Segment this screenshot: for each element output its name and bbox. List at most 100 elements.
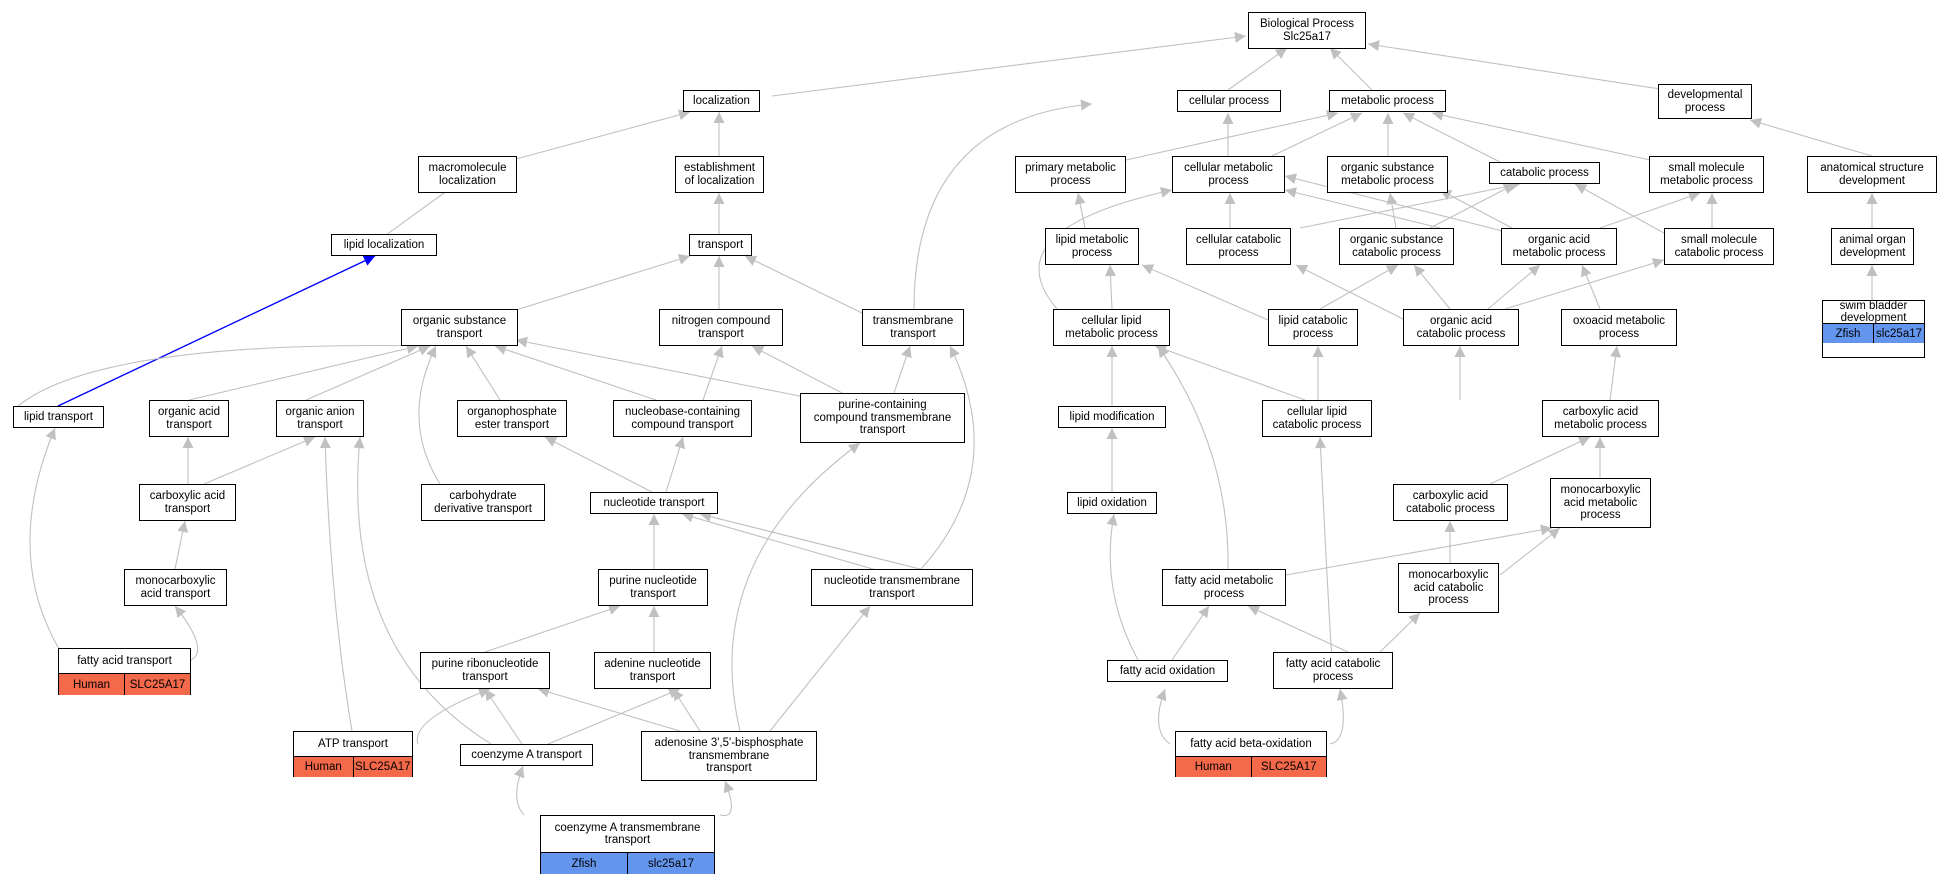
edge-arrowhead	[713, 256, 725, 267]
node-organic-substance-transport[interactable]: organic substance transport	[401, 309, 518, 346]
edge	[1141, 264, 1269, 321]
node-oxoacid-metabolic-process[interactable]: oxoacid metabolic process	[1561, 309, 1677, 346]
annotated-swim-bladder-development[interactable]: swim bladder development Zfish slc25a17	[1822, 300, 1925, 358]
node-organophosphate-ester-transport[interactable]: organophosphate ester transport	[457, 400, 567, 437]
edge-arrowhead	[319, 437, 331, 449]
edge	[1574, 183, 1665, 234]
edge-arrowhead	[674, 437, 686, 450]
annotated-fatty-acid-beta-oxidation[interactable]: fatty acid beta-oxidation Human SLC25A17	[1175, 731, 1327, 777]
node-macromolecule-localization[interactable]: macromolecule localization	[418, 156, 517, 193]
node-lipid-localization[interactable]: lipid localization	[331, 234, 437, 256]
edge	[913, 103, 1093, 310]
highlight-edge	[57, 255, 376, 407]
node-lipid-oxidation[interactable]: lipid oxidation	[1067, 492, 1157, 514]
node-fatty-acid-metabolic-process[interactable]: fatty acid metabolic process	[1162, 569, 1286, 606]
node-small-molecule-catabolic-process[interactable]: small molecule catabolic process	[1664, 228, 1774, 265]
node-establishment-of-localization[interactable]: establishment of localization	[675, 156, 764, 193]
node-small-molecule-metabolic-process[interactable]: small molecule metabolic process	[1649, 156, 1764, 193]
edge	[544, 436, 653, 493]
node-nucleotide-transmembrane-transport[interactable]: nucleotide transmembrane transport	[811, 569, 973, 606]
edge	[515, 339, 821, 401]
node-animal-organ-development[interactable]: animal organ development	[1831, 228, 1914, 265]
node-developmental-process[interactable]: developmental process	[1658, 84, 1752, 119]
node-adenosine-bisphosphate-transmembrane-transport[interactable]: adenosine 3',5'-bisphosphate transmembra…	[641, 731, 817, 781]
node-anatomical-structure-development[interactable]: anatomical structure development	[1807, 156, 1937, 193]
node-nitrogen-compound-transport[interactable]: nitrogen compound transport	[659, 309, 783, 346]
node-lipid-metabolic-process[interactable]: lipid metabolic process	[1045, 228, 1139, 265]
edge-arrowhead	[1577, 436, 1590, 447]
node-transport[interactable]: transport	[689, 234, 752, 256]
node-fatty-acid-oxidation[interactable]: fatty acid oxidation	[1107, 660, 1228, 682]
edge	[1402, 112, 1501, 163]
edge-arrowhead	[1651, 257, 1664, 269]
annotated-coenzyme-a-transmembrane-transport[interactable]: coenzyme A transmembrane transport Zfish…	[540, 815, 715, 874]
node-carboxylic-acid-metabolic-process[interactable]: carboxylic acid metabolic process	[1542, 400, 1659, 437]
gene-badge: slc25a17	[627, 853, 714, 874]
edge	[681, 513, 891, 575]
node-organic-acid-catabolic-process[interactable]: organic acid catabolic process	[1403, 309, 1519, 346]
node-cellular-lipid-catabolic-process[interactable]: cellular lipid catabolic process	[1262, 400, 1372, 437]
edge-arrowhead	[858, 606, 870, 619]
node-primary-metabolic-process[interactable]: primary metabolic process	[1015, 156, 1126, 193]
edge-arrowhead	[1454, 346, 1466, 357]
edge-arrowhead	[353, 437, 365, 449]
node-monocarboxylic-acid-catabolic-process[interactable]: monocarboxylic acid catabolic process	[1398, 563, 1499, 613]
edge-arrowhead	[713, 112, 725, 123]
edge-arrowhead	[1326, 110, 1338, 121]
node-organic-substance-metabolic-process[interactable]: organic substance metabolic process	[1327, 156, 1448, 193]
edge-arrowhead	[1594, 437, 1606, 448]
node-nucleotide-transport[interactable]: nucleotide transport	[590, 492, 718, 514]
node-transmembrane-transport[interactable]: transmembrane transport	[862, 309, 964, 346]
edge-arrowhead	[1385, 265, 1398, 276]
node-organic-anion-transport[interactable]: organic anion transport	[276, 400, 364, 437]
node-monocarboxylic-acid-metabolic-process[interactable]: monocarboxylic acid metabolic process	[1550, 478, 1651, 528]
edge	[188, 345, 419, 401]
node-carbohydrate-derivative-transport[interactable]: carbohydrate derivative transport	[421, 484, 545, 521]
node-carboxylic-acid-catabolic-process[interactable]: carboxylic acid catabolic process	[1393, 484, 1508, 521]
node-organic-acid-metabolic-process[interactable]: organic acid metabolic process	[1501, 228, 1617, 265]
edge	[1285, 527, 1553, 576]
node-lipid-catabolic-process[interactable]: lipid catabolic process	[1268, 309, 1358, 346]
edge-arrowhead	[1528, 265, 1540, 277]
node-metabolic-process[interactable]: metabolic process	[1329, 90, 1446, 112]
node-purine-ribonucleotide-transport[interactable]: purine ribonucleotide transport	[420, 652, 550, 689]
node-lipid-modification[interactable]: lipid modification	[1058, 406, 1166, 428]
edge	[484, 605, 621, 653]
node-organic-acid-transport[interactable]: organic acid transport	[149, 400, 229, 437]
species-badge: Zfish	[1835, 327, 1861, 340]
gene-badge: SLC25A17	[124, 674, 190, 695]
node-cellular-metabolic-process[interactable]: cellular metabolic process	[1172, 156, 1285, 193]
node-lipid-transport[interactable]: lipid transport	[13, 406, 104, 428]
node-coenzyme-a-transport[interactable]: coenzyme A transport	[460, 744, 593, 766]
node-cellular-lipid-metabolic-process[interactable]: cellular lipid metabolic process	[1053, 309, 1170, 346]
node-cellular-process[interactable]: cellular process	[1177, 90, 1281, 112]
node-carboxylic-acid-transport[interactable]: carboxylic acid transport	[139, 484, 236, 521]
edge-arrowhead	[1142, 264, 1155, 275]
node-purine-containing-compound-transmembrane-transport[interactable]: purine-containing compound transmembrane…	[800, 393, 965, 443]
edge-arrowhead	[677, 109, 690, 121]
edge-arrowhead	[1750, 117, 1763, 129]
node-catabolic-process[interactable]: catabolic process	[1489, 162, 1600, 184]
node-fatty-acid-catabolic-process[interactable]: fatty acid catabolic process	[1273, 652, 1393, 689]
edge	[744, 255, 863, 314]
edge	[484, 688, 523, 745]
node-organic-substance-catabolic-process[interactable]: organic substance catabolic process	[1339, 228, 1454, 265]
annot-species-row: Human SLC25A17	[294, 757, 412, 777]
node-localization[interactable]: localization	[683, 90, 760, 112]
edge-arrowhead	[1285, 187, 1297, 198]
gene-badge: slc25a17	[1873, 324, 1924, 343]
node-purine-nucleotide-transport[interactable]: purine nucleotide transport	[598, 569, 708, 606]
edge-arrowhead	[713, 346, 724, 359]
edge-arrowhead	[949, 346, 960, 359]
node-biological-process[interactable]: Biological Process Slc25a17	[1248, 12, 1366, 49]
annotated-atp-transport[interactable]: ATP transport Human SLC25A17	[293, 731, 413, 777]
node-adenine-nucleotide-transport[interactable]: adenine nucleotide transport	[594, 652, 711, 689]
node-cellular-catabolic-process[interactable]: cellular catabolic process	[1186, 228, 1291, 265]
edge-arrowhead	[1080, 99, 1092, 111]
annotated-fatty-acid-transport[interactable]: fatty acid transport Human SLC25A17	[58, 648, 191, 695]
edge-arrowhead	[745, 255, 758, 266]
node-nucleobase-containing-compound-transport[interactable]: nucleobase-containing compound transport	[613, 400, 752, 437]
edge	[1284, 189, 1441, 229]
node-monocarboxylic-acid-transport[interactable]: monocarboxylic acid transport	[124, 569, 227, 606]
